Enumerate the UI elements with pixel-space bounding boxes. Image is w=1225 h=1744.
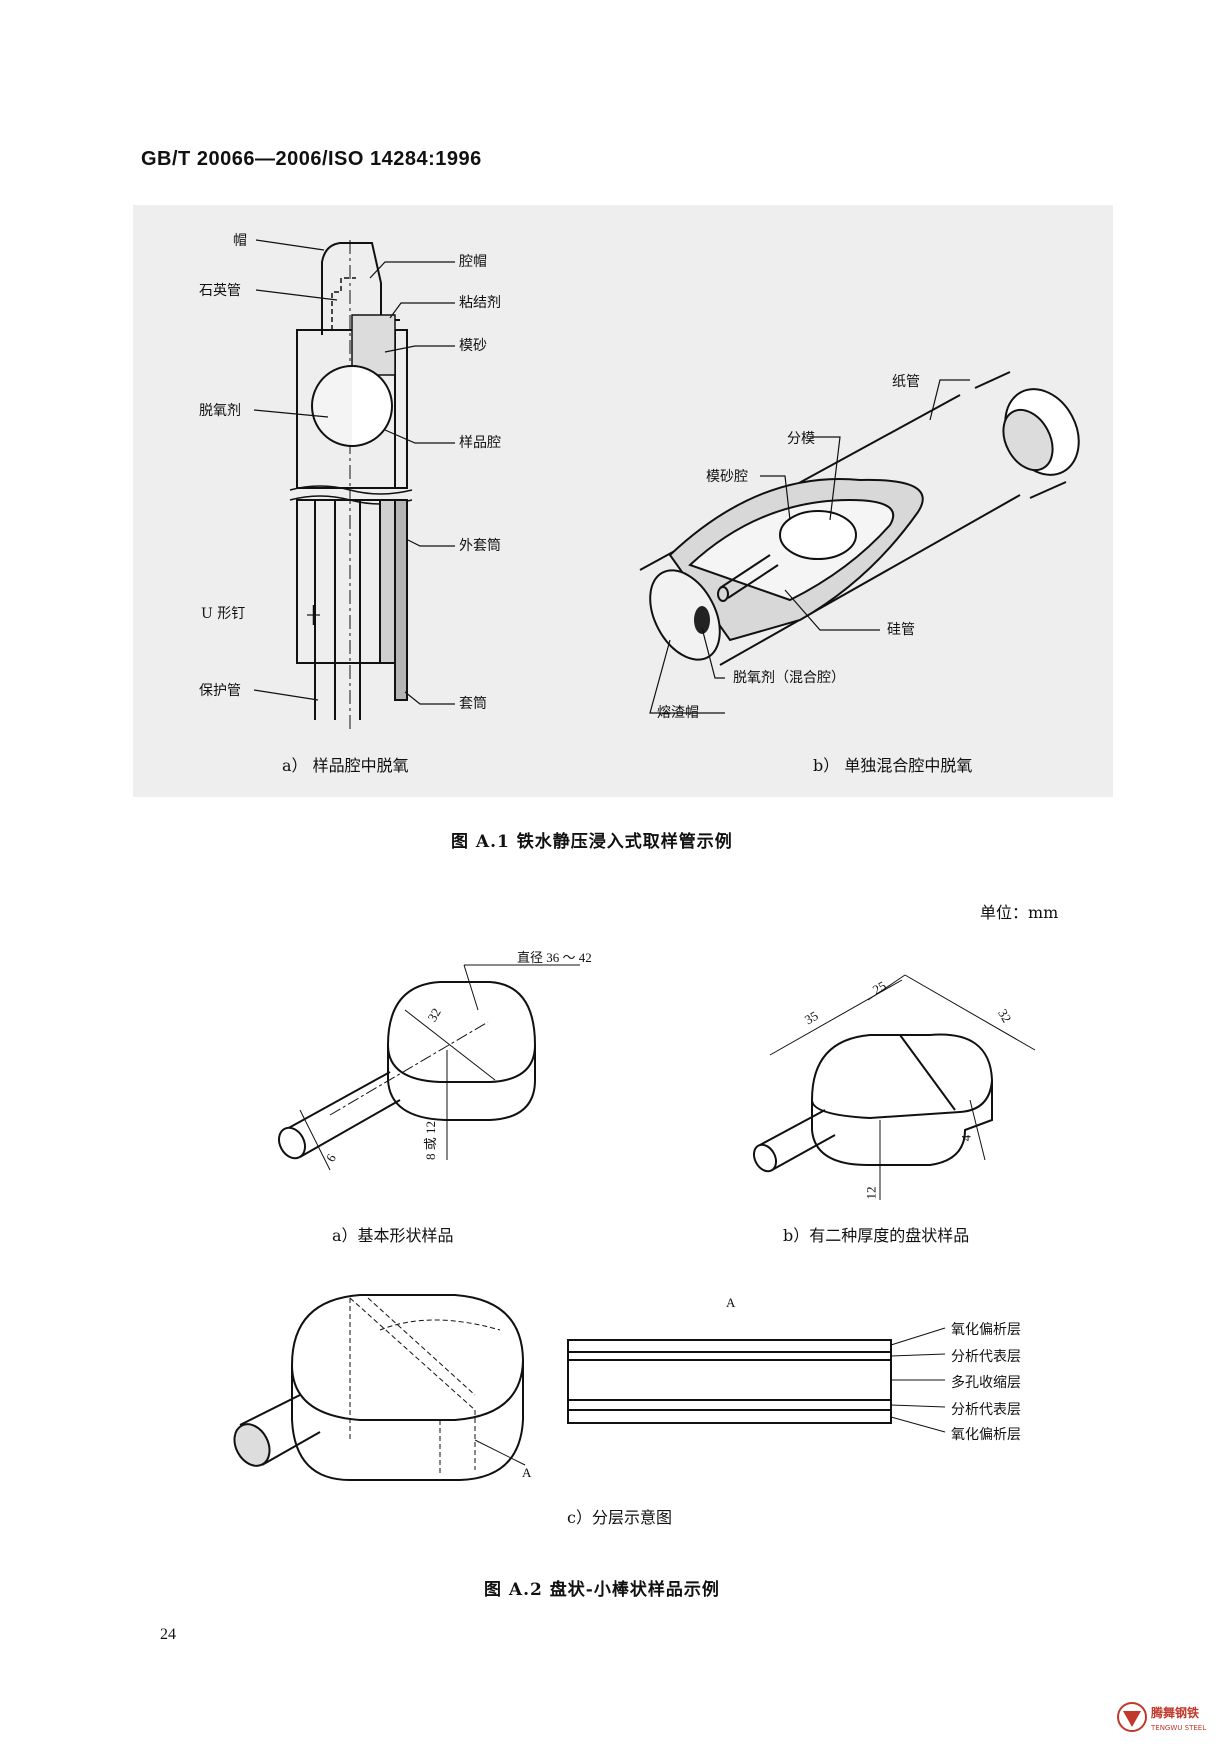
label-split-mold: 分模 <box>787 431 815 447</box>
tengwu-logo: 腾舞钢铁 TENGWU STEEL <box>1117 1697 1217 1737</box>
label-silica-tube: 硅管 <box>887 622 915 638</box>
unit-label: 单位：mm <box>980 903 1059 922</box>
layer-label-1: 氧化偏析层 <box>951 1322 1021 1338</box>
svg-text:腾舞钢铁: 腾舞钢铁 <box>1150 1705 1199 1720</box>
layer-label-3: 多孔收缩层 <box>951 1375 1021 1391</box>
label-quartz-tube: 石英管 <box>199 283 241 299</box>
caption-a2-b: b）有二种厚度的盘状样品 <box>783 1226 970 1245</box>
label-sample-cavity: 样品腔 <box>459 435 501 451</box>
label-protective-tube: 保护管 <box>199 683 241 699</box>
page-number: 24 <box>160 1626 176 1643</box>
caption-a2-a: a）基本形状样品 <box>332 1226 454 1245</box>
label-sand-cavity: 模砂腔 <box>706 469 748 485</box>
figure-a1-caption: 图 A.1 铁水静压浸入式取样管示例 <box>451 832 733 852</box>
label-cavity-cap: 腔帽 <box>459 254 487 270</box>
label-deoxidizer: 脱氧剂 <box>199 403 241 419</box>
document-header: GB/T 20066—2006/ISO 14284:1996 <box>141 148 482 170</box>
layer-label-2: 分析代表层 <box>951 1349 1021 1365</box>
label-u-nail: U 形钉 <box>201 606 246 622</box>
label-binder: 粘结剂 <box>459 295 501 311</box>
layer-label-4: 分析代表层 <box>951 1402 1021 1418</box>
layer-label-5: 氧化偏析层 <box>951 1427 1021 1443</box>
label-deoxidizer-mix: 脱氧剂（混合腔） <box>733 670 845 686</box>
caption-a2-c: c）分层示意图 <box>567 1508 672 1527</box>
section-title-a: A <box>726 1295 736 1310</box>
label-molding-sand: 模砂 <box>459 338 487 354</box>
label-sleeve: 套筒 <box>459 696 487 712</box>
svg-text:TENGWU STEEL: TENGWU STEEL <box>1150 1724 1206 1732</box>
dim-diameter: 直径 36 ～ 42 <box>517 950 592 965</box>
label-outer-sleeve: 外套筒 <box>459 538 501 554</box>
figure-a2-caption: 图 A.2 盘状-小棒状样品示例 <box>484 1580 720 1600</box>
section-label-a: A <box>522 1465 532 1480</box>
label-cap: 帽 <box>233 233 247 249</box>
label-slag-cap: 熔渣帽 <box>657 705 699 721</box>
label-paper-tube: 纸管 <box>892 374 920 390</box>
caption-a1-b: b） 单独混合腔中脱氧 <box>813 756 973 775</box>
caption-a1-a: a） 样品腔中脱氧 <box>282 756 409 775</box>
